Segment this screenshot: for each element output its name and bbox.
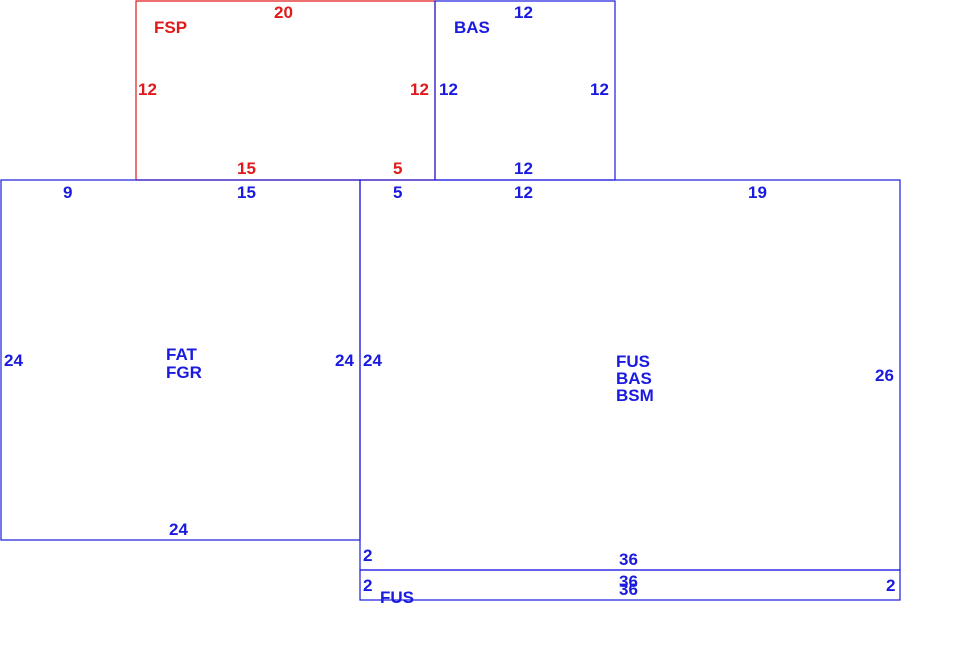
fat-code-label: FAT (166, 345, 197, 364)
fus-strip-bottom-dim: 36 (619, 580, 638, 599)
main-code-bas: BAS (616, 369, 652, 388)
fsp-right-dim: 12 (410, 80, 429, 99)
bas-top-bottom-dim: 12 (514, 159, 533, 178)
main-top-dim-b: 12 (514, 183, 533, 202)
main-bottom-dim: 36 (619, 550, 638, 569)
fsp-bottom-dim-b: 5 (393, 159, 402, 178)
fat-right-dim: 24 (335, 351, 354, 370)
fus-strip-top-dim: 36 (619, 572, 638, 591)
fat-bottom-dim: 24 (169, 520, 188, 539)
fus-strip-outline (359, 569, 901, 601)
bas-top-code-label: BAS (454, 18, 490, 37)
bas-top-left-dim: 12 (439, 80, 458, 99)
main-top-dim-c: 19 (748, 183, 767, 202)
main-code-fus: FUS (616, 352, 650, 371)
fat-top-dim-b: 15 (237, 183, 256, 202)
fsp-left-dim: 12 (138, 80, 157, 99)
main-left-dim: 24 (363, 351, 382, 370)
fus-strip-code-label: FUS (380, 588, 414, 607)
bas-top-right-dim: 12 (590, 80, 609, 99)
main-code-bsm: BSM (616, 386, 654, 405)
fgr-code-label: FGR (166, 363, 202, 382)
main-right-dim: 26 (875, 366, 894, 385)
fsp-bottom-dim-a: 15 (237, 159, 256, 178)
bas-top-top-dim: 12 (514, 3, 533, 22)
main-left-low-dim: 2 (363, 546, 372, 565)
fat-top-dim-a: 9 (63, 183, 72, 202)
fus-strip-left-dim: 2 (363, 576, 372, 595)
fsp-code-label: FSP (154, 18, 187, 37)
fus-strip-right-dim: 2 (886, 576, 895, 595)
fat-left-dim: 24 (4, 351, 23, 370)
main-top-dim-a: 5 (393, 183, 402, 202)
fsp-top-dim: 20 (274, 3, 293, 22)
